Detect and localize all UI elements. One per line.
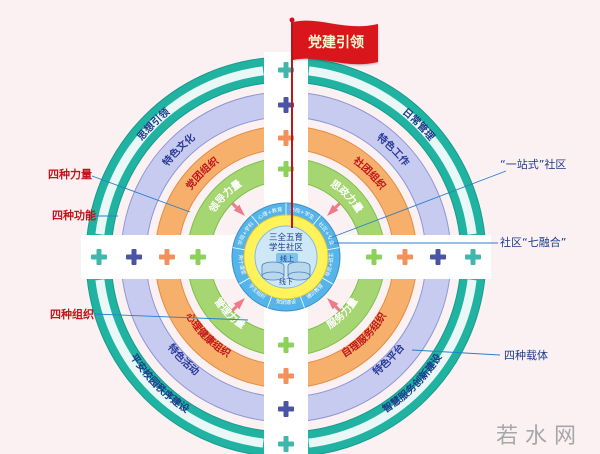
hub-segment-label: 党团建设 — [275, 297, 296, 306]
arrow-shaft — [334, 305, 341, 312]
plus-icon — [430, 249, 446, 265]
teal-band-stripe — [95, 279, 264, 448]
label-four-functions: 四种功能 — [52, 208, 96, 222]
arrow-shaft — [231, 202, 238, 209]
plus-icon — [278, 97, 294, 113]
hub-divider — [250, 215, 260, 226]
plus-icon — [190, 249, 206, 265]
arrow-shaft — [334, 202, 341, 209]
offline-label: 线下 — [279, 277, 293, 286]
arrow-shaft — [231, 305, 238, 312]
plus-icon — [278, 161, 294, 177]
online-tag — [276, 253, 298, 263]
center-title-2: 学生社区 — [269, 242, 304, 253]
center-title-1: 三全五育 — [269, 232, 303, 243]
plus-icon — [278, 436, 294, 452]
plus-icon — [126, 249, 142, 265]
plus-icon — [278, 337, 294, 353]
teal-band-stripe — [308, 279, 477, 448]
plus-icon — [278, 62, 294, 78]
plus-icon — [278, 368, 294, 384]
plus-icon — [278, 401, 294, 417]
arrow-icon — [327, 204, 339, 216]
plus-icon — [366, 249, 382, 265]
plus-icon — [91, 249, 107, 265]
teal-band-stripe — [308, 66, 477, 235]
callout-lines — [90, 170, 507, 356]
plus-icon — [278, 130, 294, 146]
arrow-icon — [233, 204, 245, 216]
arrow-icon — [233, 298, 245, 310]
plus-icons — [91, 62, 481, 452]
label-four-orgs: 四种组织 — [50, 307, 94, 321]
database-icon — [261, 261, 311, 281]
label-seven-integration: 社区“七融合” — [500, 235, 566, 249]
label-four-carriers: 四种载体 — [504, 348, 548, 362]
teal-band-stripe — [95, 66, 264, 235]
online-label: 线上 — [280, 254, 294, 263]
plus-icon — [159, 249, 175, 265]
label-four-forces: 四种力量 — [48, 167, 92, 181]
plus-icon — [397, 249, 413, 265]
hub-divider — [232, 247, 245, 251]
hub-divider — [239, 277, 250, 285]
hub-divider — [322, 277, 333, 285]
label-one-stop: “一站式”社区 — [500, 157, 566, 171]
flag-icon — [289, 17, 378, 228]
hub-divider — [299, 296, 305, 308]
inward-arrows — [231, 202, 341, 312]
plus-icon — [465, 249, 481, 265]
hub-divider — [267, 296, 273, 308]
flag-title: 党建引领 — [308, 34, 364, 51]
hub-divider — [312, 215, 322, 226]
watermark: 若 水 网 — [496, 424, 576, 449]
hub-segment-label: 两个课堂 — [237, 255, 248, 276]
hub-divider — [327, 247, 340, 251]
